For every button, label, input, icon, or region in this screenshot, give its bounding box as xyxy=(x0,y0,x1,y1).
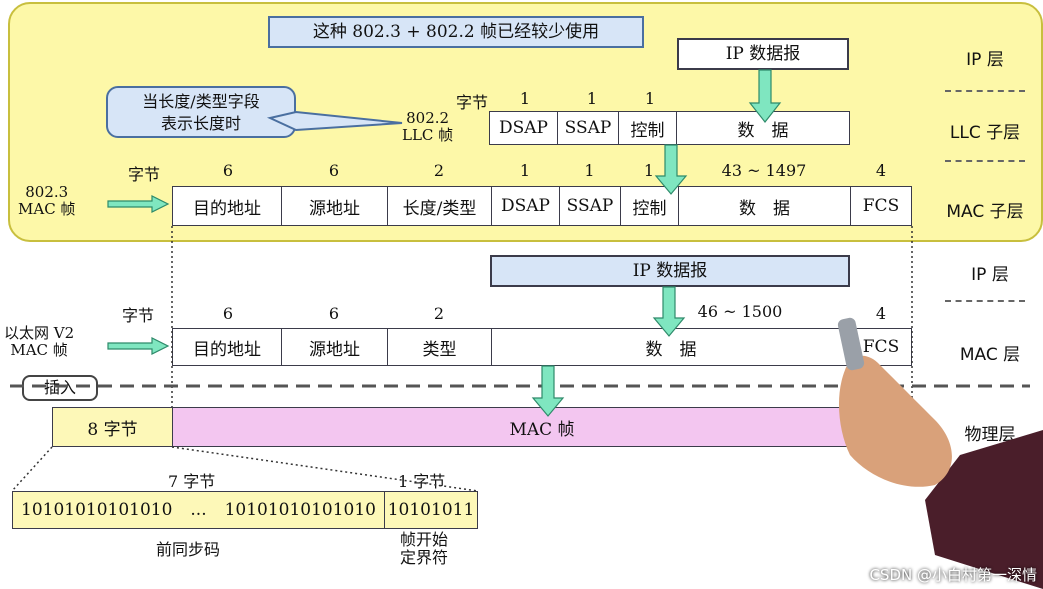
size-label: 1 xyxy=(519,89,531,108)
llc-field: DSAP xyxy=(490,112,558,144)
mac8023-field: 控制 xyxy=(621,187,679,225)
sfd-name-line: 定界符 xyxy=(400,548,449,567)
byte-label: 字节 xyxy=(128,165,161,184)
preamble-ellipsis: ... xyxy=(190,500,207,520)
preamble-bits: 10101010101010 ... 10101010101010 xyxy=(13,492,385,528)
preamble-8-bytes: 8 字节 xyxy=(53,408,173,446)
llc-field: 数 据 xyxy=(737,120,789,141)
ip-datagram-mid: IP 数据报 xyxy=(490,255,850,287)
mac-frame-block: MAC 帧 xyxy=(173,408,911,446)
sleeve-shape xyxy=(925,430,1043,589)
sfd-bits: 10101011 xyxy=(385,492,477,528)
right-arrow-icon xyxy=(107,337,170,355)
size-label: 6 xyxy=(328,161,340,180)
down-arrow-icon xyxy=(654,144,688,195)
ethv2-label-line: 以太网 V2 xyxy=(4,324,75,342)
layer-ip-mid: IP 层 xyxy=(971,265,1009,285)
ip-datagram-top: IP 数据报 xyxy=(677,38,849,70)
size-label: 6 xyxy=(222,161,234,180)
llc-field: SSAP xyxy=(558,112,619,144)
size-label: 2 xyxy=(433,304,445,323)
mac8023-field: FCS xyxy=(862,196,900,216)
size-label: 2 xyxy=(433,161,445,180)
size-label: 6 xyxy=(328,304,340,323)
preamble-bits-start: 10101010101010 xyxy=(21,500,173,520)
legacy-note-banner: 这种 802.3 + 802.2 帧已经较少使用 xyxy=(268,16,644,48)
mac8023-field: 数 据 xyxy=(679,187,851,225)
size-label: 1 xyxy=(586,89,598,108)
mac8023-frame-label: 802.3 MAC 帧 xyxy=(18,184,75,218)
seven-bytes-label: 7 字节 xyxy=(168,472,216,491)
callout-pointer xyxy=(266,110,403,132)
ethv2-field: 目的地址 xyxy=(173,329,282,365)
ethv2-label-line: MAC 帧 xyxy=(10,341,68,359)
layer-phy: 物理层 xyxy=(964,425,1016,445)
mac8023-field: DSAP xyxy=(492,187,560,225)
size-label: 1 xyxy=(643,161,655,180)
size-label: 43 ~ 1497 xyxy=(721,161,807,180)
byte-label: 字节 xyxy=(456,93,489,112)
pointer-device xyxy=(837,317,865,371)
ethv2-frame-label: 以太网 V2 MAC 帧 xyxy=(4,325,74,359)
layer-mac: MAC 层 xyxy=(959,345,1021,365)
ethv2-field: 类型 xyxy=(388,329,492,365)
sfd-name-line: 帧开始 xyxy=(400,530,449,549)
mac8023-field: 目的地址 xyxy=(173,187,282,225)
physical-frame-row: 8 字节 MAC 帧 xyxy=(52,407,912,447)
preamble-name: 前同步码 xyxy=(156,540,221,559)
mac8023-label-line: 802.3 xyxy=(25,183,69,201)
byte-label: 字节 xyxy=(122,306,155,325)
preamble-bit-row: 10101010101010 ... 10101010101010 101010… xyxy=(12,491,478,529)
mac8023-field: SSAP xyxy=(560,187,621,225)
layer-divider xyxy=(945,300,1025,302)
mac8023-label-line: MAC 帧 xyxy=(18,200,76,218)
llc-frame-label: 802.2 LLC 帧 xyxy=(402,110,453,144)
size-label: 1 xyxy=(519,161,531,180)
callout-line: 当长度/类型字段 xyxy=(142,92,260,111)
size-label: 1 xyxy=(644,89,656,108)
mac8023-field: 源地址 xyxy=(282,187,388,225)
length-type-callout: 当长度/类型字段 表示长度时 xyxy=(106,86,296,138)
preamble-bits-end: 10101010101010 xyxy=(224,500,376,520)
mac8023-frame-row: 目的地址 源地址 长度/类型 DSAP SSAP 控制 数 据 FCS xyxy=(172,186,912,226)
llc-label-line: LLC 帧 xyxy=(402,126,454,144)
sfd-name: 帧开始 定界符 xyxy=(400,531,448,567)
size-label: 46 ~ 1500 xyxy=(697,302,783,321)
ethv2-field: 源地址 xyxy=(282,329,388,365)
layer-llc: LLC 子层 xyxy=(949,123,1021,143)
hand-shape xyxy=(838,355,952,487)
size-label: 4 xyxy=(875,304,887,323)
presenter-hand xyxy=(837,317,1043,589)
watermark: CSDN @小白村第一深情 xyxy=(869,566,1037,584)
llc-field: 控制 xyxy=(619,112,677,144)
down-arrow-icon xyxy=(652,286,686,337)
llc-label-line: 802.2 xyxy=(406,109,450,127)
expand-dotted-line xyxy=(11,446,53,492)
size-label: 4 xyxy=(875,161,887,180)
expand-dotted-line xyxy=(171,446,479,492)
down-arrow-icon xyxy=(531,365,565,417)
ethv2-frame-row: 目的地址 源地址 类型 数 据 FCS xyxy=(172,328,912,366)
layer-divider xyxy=(945,160,1025,162)
ethv2-field: FCS xyxy=(862,337,900,357)
right-arrow-icon xyxy=(107,195,170,213)
down-arrow-icon xyxy=(748,69,782,123)
layer-divider xyxy=(945,90,1025,92)
size-label: 6 xyxy=(222,304,234,323)
size-label: 1 xyxy=(584,161,595,180)
callout-line: 表示长度时 xyxy=(160,114,241,133)
one-byte-label: 1 字节 xyxy=(398,472,446,491)
layer-ip-top: IP 层 xyxy=(966,50,1004,70)
layer-mac-sub: MAC 子层 xyxy=(946,202,1024,222)
mac8023-field: 长度/类型 xyxy=(388,187,492,225)
